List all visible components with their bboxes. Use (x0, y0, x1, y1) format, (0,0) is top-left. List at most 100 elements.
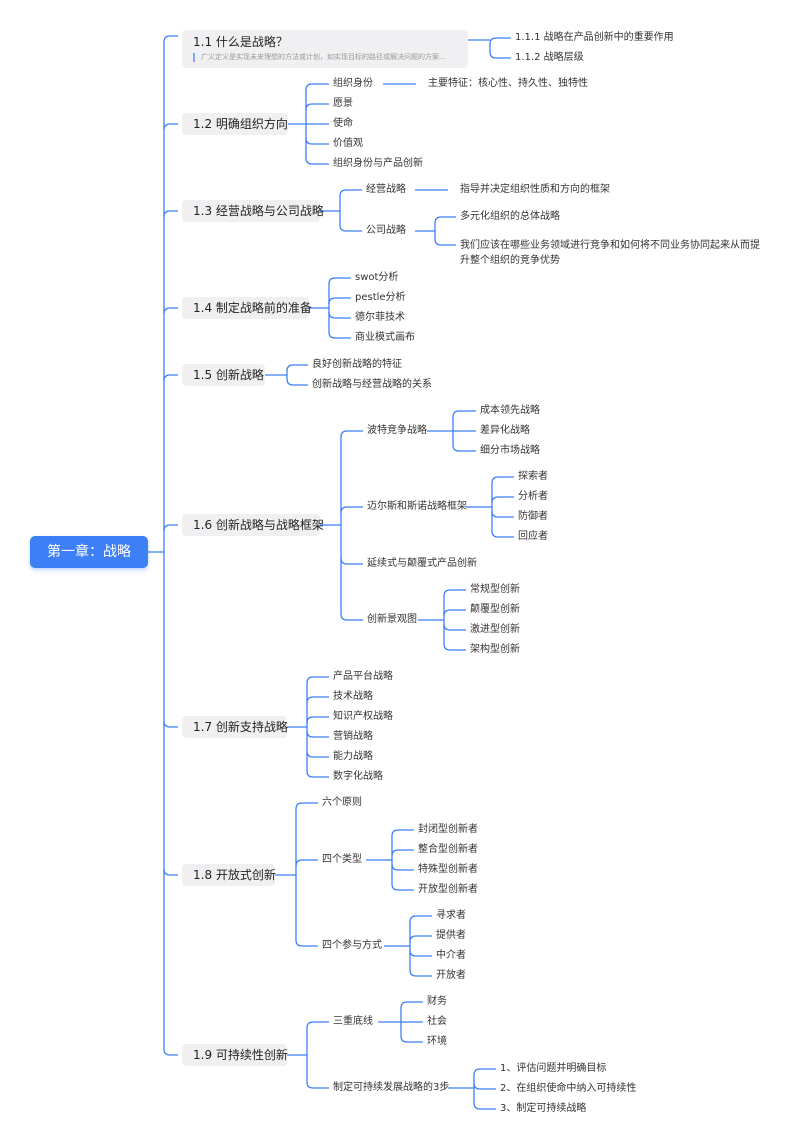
subtopic-node[interactable]: 良好创新战略的特征 (312, 359, 402, 370)
leaf-node[interactable]: 我们应该在哪些业务领域进行竞争和如何将不同业务协同起来从而提升整个组织的竞争优势 (460, 240, 760, 266)
connector-line (163, 374, 178, 382)
connector-line (163, 210, 178, 218)
connector-line (306, 716, 329, 724)
connector-line (328, 311, 351, 319)
connector-line (491, 476, 514, 484)
subtopic-node[interactable]: 六个原则 (322, 797, 362, 808)
connector-line (409, 949, 432, 957)
leaf-node[interactable]: 2、在组织使命中纳入可持续性 (500, 1083, 637, 1094)
subtopic-node[interactable]: 愿景 (333, 98, 353, 109)
subtopic-node[interactable]: 使命 (333, 118, 353, 129)
connector-line (340, 557, 363, 565)
subtopic-node[interactable]: 三重底线 (333, 1016, 373, 1027)
leaf-node[interactable]: 激进型创新 (470, 624, 520, 635)
leaf-node[interactable]: 特殊型创新者 (418, 864, 478, 875)
subtopic-node[interactable]: 制定可持续发展战略的3步 (333, 1082, 450, 1093)
leaf-node[interactable]: 探索者 (518, 471, 548, 482)
subtopic-node[interactable]: 波特竞争战略 (367, 425, 427, 436)
leaf-node[interactable]: 整合型创新者 (418, 844, 478, 855)
connector-line (295, 859, 318, 867)
connector-line (328, 297, 351, 305)
leaf-node[interactable]: 开放者 (436, 970, 466, 981)
subtopic-node[interactable]: pestle分析 (355, 292, 406, 303)
leaf-node[interactable]: 分析者 (518, 491, 548, 502)
connector-line (305, 137, 329, 145)
leaf-node[interactable]: 成本领先战略 (480, 405, 540, 416)
leaf-node[interactable]: 财务 (427, 996, 447, 1007)
subtopic-node[interactable]: 数字化战略 (333, 771, 383, 782)
subtopic-node[interactable]: 组织身份 (333, 78, 373, 89)
subtopic-node[interactable]: 四个类型 (322, 854, 362, 865)
connector-line (409, 935, 432, 943)
connector-line (163, 720, 178, 728)
leaf-node[interactable]: 3、制定可持续战略 (500, 1103, 587, 1114)
leaf-node[interactable]: 细分市场战略 (480, 445, 540, 456)
subtopic-node[interactable]: 迈尔斯和斯诺战略框架 (367, 501, 467, 512)
leaf-node[interactable]: 多元化组织的总体战略 (460, 211, 560, 222)
topic-node[interactable]: 1.7 创新支持战略 (182, 716, 288, 738)
topic-node[interactable]: 1.3 经营战略与公司战略 (182, 200, 324, 222)
leaf-node[interactable]: 架构型创新 (470, 644, 520, 655)
leaf-node[interactable]: 1、评估问题并明确目标 (500, 1063, 607, 1074)
connector-line (473, 1102, 496, 1110)
topic-node[interactable]: 1.2 明确组织方向 (182, 113, 288, 135)
topic-label: 1.3 经营战略与公司战略 (193, 204, 324, 218)
leaf-node[interactable]: 回应者 (518, 531, 548, 542)
subtopic-node[interactable]: 创新战略与经营战略的关系 (312, 379, 432, 390)
leaf-node[interactable]: 中介者 (436, 950, 466, 961)
leaf-node[interactable]: 差异化战略 (480, 425, 530, 436)
topic-node[interactable]: 1.1 什么是战略？广义定义是实现未来理想的方法或计划，如实现目标的路径或解决问… (182, 30, 468, 68)
connector-line (295, 802, 318, 810)
subtopic-node[interactable]: 能力战略 (333, 751, 373, 762)
connector-line (473, 1068, 496, 1076)
subtopic-node[interactable]: 商业模式画布 (355, 332, 415, 343)
connector-line (163, 524, 178, 532)
subtopic-node[interactable]: 产品平台战略 (333, 671, 393, 682)
connector-line (391, 849, 414, 857)
leaf-node[interactable]: 寻求者 (436, 910, 466, 921)
leaf-node[interactable]: 指导并决定组织性质和方向的框架 (460, 184, 610, 195)
connector-line (163, 868, 178, 876)
subtopic-node[interactable]: 创新景观图 (367, 614, 417, 625)
subtopic-node[interactable]: 1.1.1 战略在产品创新中的重要作用 (515, 32, 674, 43)
root-node[interactable]: 第一章：战略 (30, 536, 148, 568)
subtopic-node[interactable]: 延续式与颠覆式产品创新 (367, 558, 477, 569)
leaf-node[interactable]: 开放型创新者 (418, 884, 478, 895)
subtopic-node[interactable]: 价值观 (333, 138, 363, 149)
leaf-node[interactable]: 社会 (427, 1016, 447, 1027)
leaf-node[interactable]: 主要特征：核心性、持久性、独特性 (428, 78, 588, 89)
subtopic-node[interactable]: 公司战略 (366, 225, 406, 236)
topic-node[interactable]: 1.9 可持续性创新 (182, 1044, 288, 1066)
leaf-node[interactable]: 提供者 (436, 930, 466, 941)
topic-label: 1.6 创新战略与战略框架 (193, 518, 324, 532)
subtopic-node[interactable]: 知识产权战略 (333, 711, 393, 722)
topic-node[interactable]: 1.6 创新战略与战略框架 (182, 514, 324, 536)
connector-line (163, 1048, 178, 1056)
subtopic-node[interactable]: 德尔菲技术 (355, 312, 405, 323)
subtopic-node[interactable]: 组织身份与产品创新 (333, 158, 423, 169)
topic-node[interactable]: 1.5 创新战略 (182, 364, 265, 386)
subtopic-node[interactable]: 四个参与方式 (322, 940, 382, 951)
connector-line (339, 189, 362, 197)
topic-label: 1.5 创新战略 (193, 368, 264, 382)
leaf-node[interactable]: 颠覆型创新 (470, 604, 520, 615)
subtopic-node[interactable]: swot分析 (355, 272, 399, 283)
leaf-node[interactable]: 防御者 (518, 511, 548, 522)
connector-line (340, 613, 363, 621)
leaf-node[interactable]: 常规型创新 (470, 584, 520, 595)
connector-line (443, 643, 466, 651)
leaf-node[interactable]: 环境 (427, 1036, 447, 1047)
subtopic-node[interactable]: 经营战略 (366, 184, 406, 195)
subtopic-node[interactable]: 技术战略 (333, 691, 373, 702)
connector-line (306, 730, 329, 738)
subtopic-node[interactable]: 1.1.2 战略层级 (515, 52, 584, 63)
subtopic-node[interactable]: 营销战略 (333, 731, 373, 742)
leaf-node[interactable]: 封闭型创新者 (418, 824, 478, 835)
connector-line (305, 157, 329, 165)
connector-line (443, 609, 466, 617)
connector-line (163, 307, 178, 315)
connector-line (489, 51, 511, 59)
topic-node[interactable]: 1.8 开放式创新 (182, 864, 276, 886)
topic-node[interactable]: 1.4 制定战略前的准备 (182, 297, 312, 319)
